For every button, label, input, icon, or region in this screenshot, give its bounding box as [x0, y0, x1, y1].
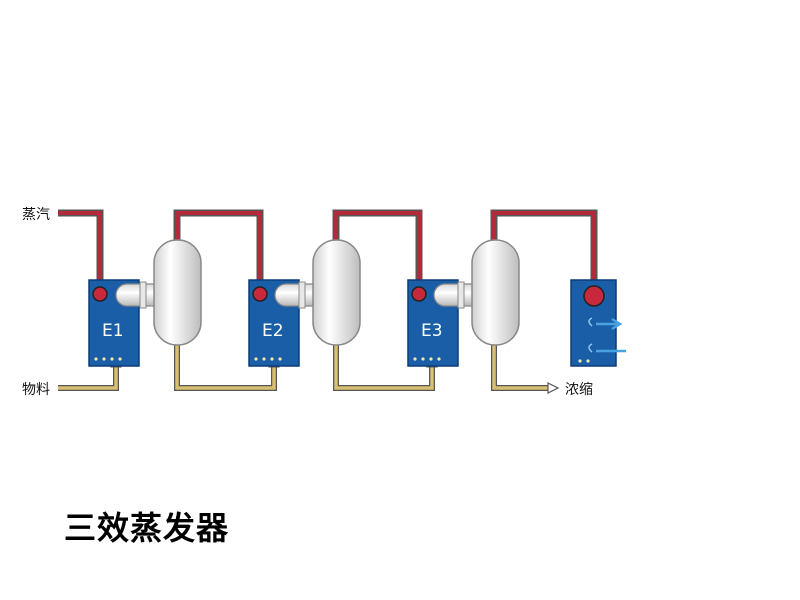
- effect-1-label: E1: [102, 321, 124, 341]
- steam-label: 蒸汽: [22, 207, 50, 223]
- feed-lines: [58, 345, 550, 391]
- effect-3: [407, 239, 520, 367]
- separator-v3: [471, 239, 520, 346]
- steam-inlet-e2: [252, 286, 268, 302]
- feed-label: 物料: [22, 382, 50, 398]
- effect-3-label: E3: [421, 321, 443, 341]
- steam-lines: [58, 209, 598, 293]
- steam-inlet-e1: [92, 286, 108, 302]
- separator-v2: [312, 239, 361, 346]
- steam-inlet-e3: [411, 286, 427, 302]
- effect-1: [88, 239, 202, 367]
- ports-e1: [94, 357, 122, 361]
- separator-v1: [153, 239, 202, 346]
- product-line-outlet: [491, 345, 550, 391]
- page-title: 三效蒸发器: [64, 509, 230, 547]
- effect-2: [248, 239, 361, 367]
- effect-2-label: E2: [262, 321, 284, 341]
- product-arrow: [547, 382, 560, 394]
- concentrate-label: 浓缩: [565, 382, 593, 398]
- feed-line-inlet: [58, 365, 119, 391]
- condenser-steam-inlet: [583, 285, 605, 307]
- ports-e2: [254, 357, 282, 361]
- cooling-water-out-arrow: [596, 317, 623, 331]
- condenser: [570, 279, 626, 367]
- ports-e3: [413, 357, 441, 361]
